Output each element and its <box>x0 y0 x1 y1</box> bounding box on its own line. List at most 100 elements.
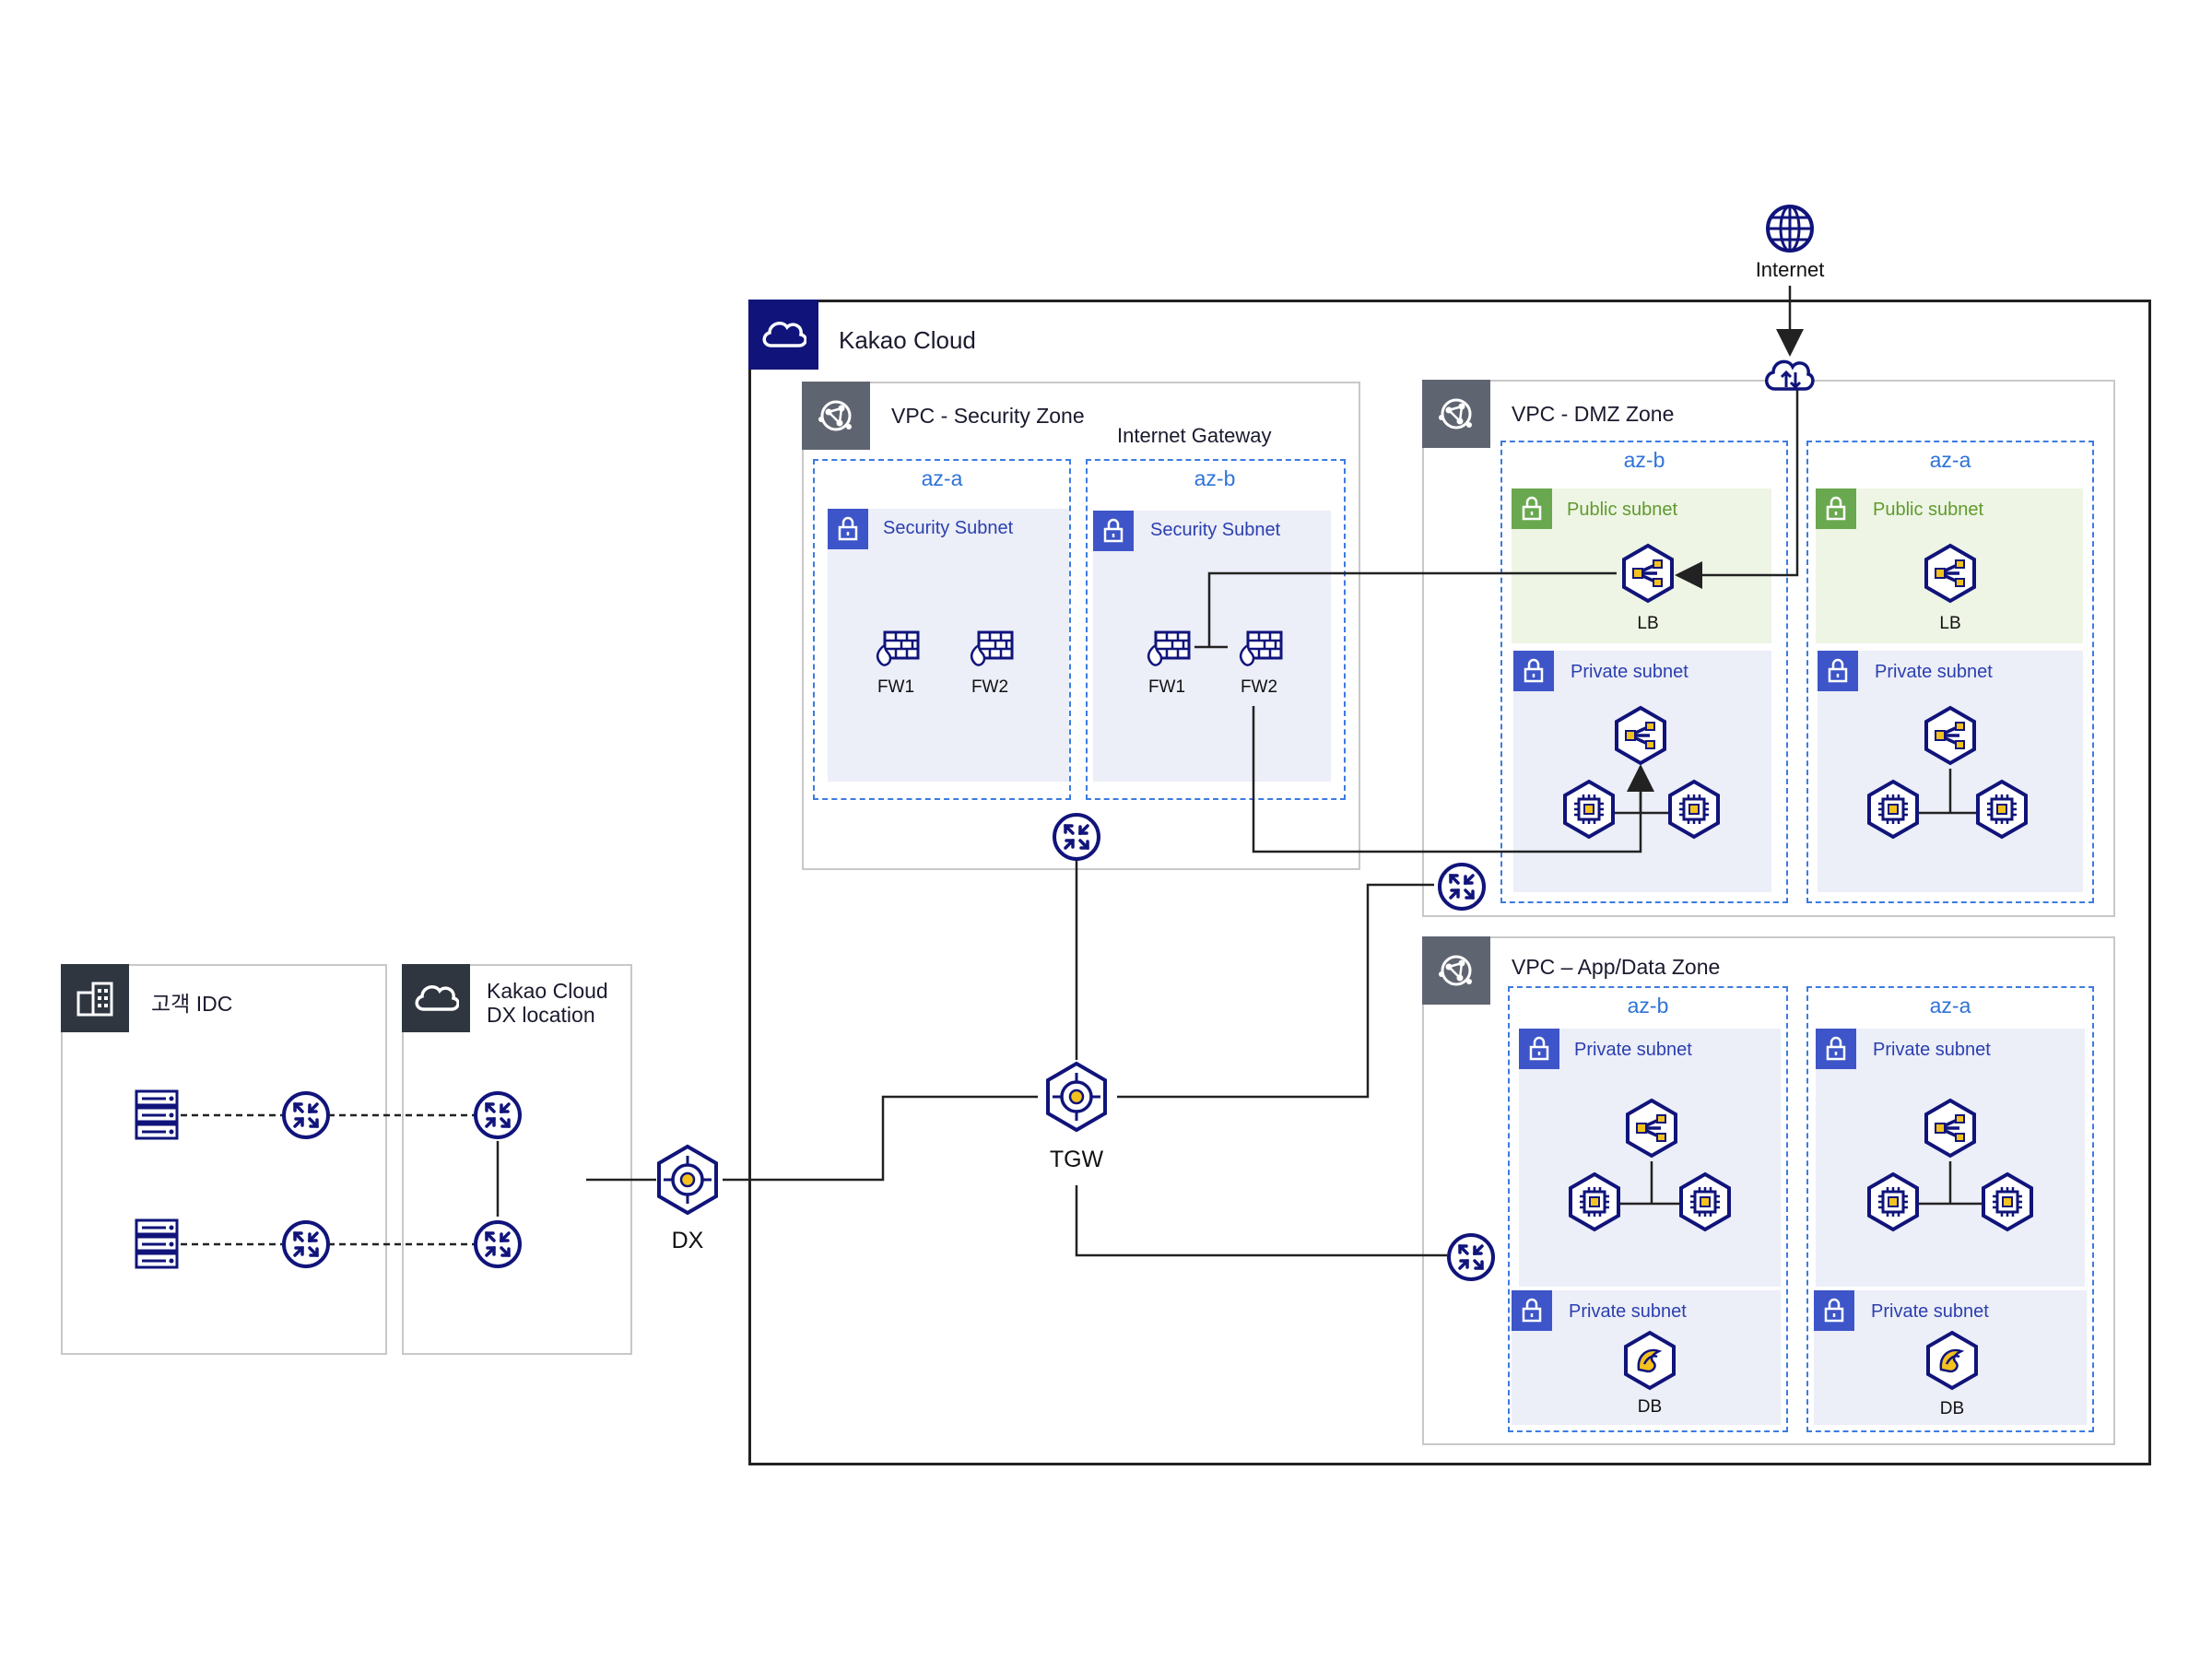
cloud-badge <box>402 964 470 1032</box>
lb-label: LB <box>1939 614 1961 633</box>
router-icon <box>1438 863 1486 911</box>
subnet-title: Security Subnet <box>883 518 1014 538</box>
lock-badge <box>1512 1290 1552 1331</box>
dx-location-title-2: DX location <box>487 1003 595 1027</box>
cloud-icon <box>762 322 806 347</box>
firewall-icon <box>1147 630 1191 667</box>
internet-gateway-icon <box>1765 359 1815 391</box>
dmz-zone-title: VPC - DMZ Zone <box>1512 402 1675 426</box>
dx-label: DX <box>671 1228 704 1253</box>
app-az-b <box>1508 986 1788 1432</box>
vm-icon <box>1974 780 2030 839</box>
tgw-hub-icon <box>1046 1062 1107 1132</box>
router-icon <box>282 1091 330 1139</box>
lock-badge <box>1814 1290 1854 1331</box>
firewall-icon <box>970 630 1014 667</box>
internet-label: Internet <box>1755 258 1825 281</box>
customer-idc: 고객 IDC <box>61 964 387 1355</box>
subnet-title: Security Subnet <box>1150 520 1281 540</box>
vpc-badge <box>802 382 870 450</box>
customer-idc-title: 고객 IDC <box>151 992 233 1016</box>
security-subnet-a: Security Subnet <box>828 509 1069 782</box>
app-private-subnet-a: Private subnet <box>1816 1029 2085 1287</box>
router-icon <box>474 1220 522 1268</box>
subnet-title: Public subnet <box>1873 500 1984 520</box>
subnet-title: Private subnet <box>1873 1040 1991 1060</box>
fw2-label: FW2 <box>1240 677 1278 697</box>
subnet-title: Private subnet <box>1574 1040 1692 1060</box>
kakao-cloud-title: Kakao Cloud <box>839 326 976 354</box>
firewall-icon <box>876 630 920 667</box>
az-label: az-b <box>1623 448 1665 472</box>
dmz-az-b <box>1500 441 1788 903</box>
az-label: az-a <box>1929 448 1971 472</box>
load-balancer-icon <box>1923 1099 1978 1158</box>
az-label: az-a <box>921 466 963 490</box>
kakao-cloud-badge <box>748 300 818 370</box>
load-balancer-icon <box>1613 706 1668 765</box>
vm-icon <box>1677 1172 1733 1231</box>
server-icon <box>135 1218 179 1269</box>
vpc-badge <box>1422 936 1490 1005</box>
building-icon <box>76 982 113 1017</box>
load-balancer-icon <box>1923 706 1978 765</box>
vm-icon <box>1980 1172 2035 1231</box>
subnet-title: Private subnet <box>1571 662 1688 682</box>
app-private-subnet-b: Private subnet <box>1519 1029 1781 1287</box>
subnet-title: Private subnet <box>1569 1301 1687 1322</box>
internet-gateway-label: Internet Gateway <box>1117 424 1272 447</box>
db-label: DB <box>1939 1399 1965 1418</box>
router-icon <box>1053 813 1100 861</box>
app-az-a <box>1806 986 2094 1432</box>
database-icon <box>1924 1331 1980 1390</box>
cloud-icon <box>415 985 459 1011</box>
az-label: az-b <box>1627 994 1669 1018</box>
subnet-title: Private subnet <box>1871 1301 1989 1322</box>
load-balancer-icon <box>1923 544 1978 603</box>
lock-badge <box>1513 651 1554 691</box>
security-az-a <box>813 459 1071 800</box>
dx-hub-icon <box>657 1145 718 1215</box>
globe-icon <box>1766 205 1814 253</box>
security-zone-title: VPC - Security Zone <box>891 404 1085 428</box>
load-balancer-icon <box>1620 544 1676 603</box>
router-icon <box>474 1091 522 1139</box>
fw1-label: FW1 <box>877 677 915 697</box>
lock-badge <box>1512 488 1552 529</box>
building-badge <box>61 964 129 1032</box>
router-icon <box>1447 1233 1495 1281</box>
vpc-badge <box>1422 380 1490 448</box>
app-db-subnet-b: Private subnet <box>1512 1290 1781 1425</box>
tgw-label: TGW <box>1049 1147 1104 1172</box>
lock-badge <box>1816 488 1856 529</box>
vm-icon <box>1865 780 1921 839</box>
security-az-b <box>1086 459 1346 800</box>
router-icon <box>282 1220 330 1268</box>
firewall-icon <box>1239 630 1283 667</box>
lb-label: LB <box>1637 614 1659 633</box>
vm-icon <box>1561 780 1617 839</box>
dx-location: Kakao Cloud DX location <box>402 964 632 1355</box>
vm-icon <box>1666 780 1722 839</box>
load-balancer-icon <box>1624 1099 1679 1158</box>
lock-badge <box>1093 511 1134 551</box>
vm-icon <box>1865 1172 1921 1231</box>
lock-badge <box>828 509 868 549</box>
db-label: DB <box>1637 1397 1663 1417</box>
database-icon <box>1622 1331 1677 1390</box>
lock-badge <box>1519 1029 1559 1069</box>
subnet-title: Private subnet <box>1875 662 1993 682</box>
dx-location-title-1: Kakao Cloud <box>487 979 608 1003</box>
fw1-label: FW1 <box>1147 677 1186 697</box>
app-zone-title: VPC – App/Data Zone <box>1512 955 1721 979</box>
lock-badge <box>1816 1029 1856 1069</box>
server-icon <box>135 1089 179 1140</box>
subnet-title: Public subnet <box>1567 500 1678 520</box>
lock-badge <box>1818 651 1858 691</box>
az-label: az-b <box>1194 466 1236 490</box>
fw2-label: FW2 <box>971 677 1009 697</box>
vm-icon <box>1567 1172 1622 1231</box>
dmz-az-a <box>1806 441 2094 903</box>
az-label: az-a <box>1929 994 1971 1018</box>
